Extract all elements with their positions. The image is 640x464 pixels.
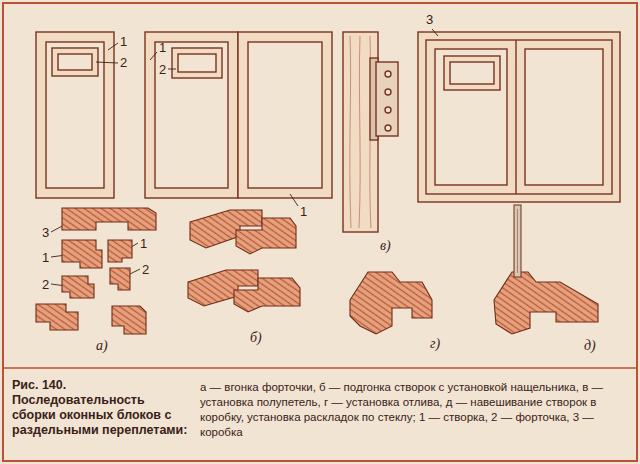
glazing-bead-part — [514, 205, 521, 277]
leader-lines-part — [108, 43, 118, 50]
window-box-part — [435, 49, 507, 185]
glazing-bead — [514, 205, 521, 277]
sash-pair-part — [145, 32, 238, 198]
separator — [3, 367, 637, 369]
sash-frame-part — [58, 54, 92, 70]
callout-number: 1 — [300, 204, 307, 219]
leader-lines — [51, 29, 438, 286]
window-box-part — [515, 40, 516, 194]
leader-lines-part — [150, 52, 157, 60]
sash-frame-part — [46, 42, 104, 188]
post-with-hinge-part — [385, 71, 391, 77]
panel-letter: а) — [96, 338, 108, 353]
window-box — [418, 32, 620, 202]
sash-frame-part — [52, 48, 98, 76]
post-with-hinge-part — [385, 107, 391, 113]
callout-number: 1 — [120, 34, 127, 49]
callout-number: 1 — [140, 236, 147, 251]
window-box-part — [525, 49, 603, 185]
profile-sections-part — [62, 276, 94, 298]
panel-letter: д) — [584, 338, 596, 353]
figure-legend-text: а — вгонка форточки, б — подгонка створо… — [200, 380, 628, 440]
post-with-hinge-part — [385, 125, 391, 131]
callout-number: 1 — [42, 250, 49, 265]
sash-pair — [145, 32, 332, 198]
post-with-hinge — [343, 32, 398, 232]
profile-sections-part — [62, 208, 156, 230]
post-with-hinge-part — [343, 32, 378, 232]
page-border — [3, 3, 637, 461]
callout-number: 3 — [426, 12, 433, 27]
profile-sections-part — [234, 278, 300, 312]
post-with-hinge-part — [350, 36, 371, 228]
profile-sections-part — [110, 268, 130, 290]
window-box-part — [418, 32, 620, 202]
sash-pair-part — [178, 54, 216, 72]
post-with-hinge-part — [385, 89, 391, 95]
profile-sections-part — [36, 304, 78, 330]
leader-lines-part — [290, 194, 298, 206]
panel-letter: в) — [380, 238, 391, 253]
callout-number: 2 — [120, 55, 127, 70]
profile-sections-part — [62, 240, 102, 268]
sash-pair-part — [248, 42, 322, 188]
profile-sections-part — [350, 272, 432, 334]
leader-lines-part — [168, 69, 176, 70]
callout-number: 2 — [159, 62, 166, 77]
panel-letter: б) — [250, 330, 262, 345]
sash-pair-part — [172, 48, 222, 78]
profile-sections-part — [108, 240, 132, 262]
sash-pair-part — [238, 32, 332, 198]
window-box-part — [426, 40, 612, 194]
profile-sections-part — [112, 306, 146, 334]
sash-pair-part — [155, 42, 228, 188]
window-box-part — [444, 56, 500, 90]
callout-number: 2 — [42, 277, 49, 292]
callout-number: 3 — [42, 225, 49, 240]
callout-number: 1 — [159, 40, 166, 55]
window-box-part — [450, 62, 494, 84]
sash-frame-part — [36, 32, 114, 198]
profile-sections-part — [236, 218, 296, 254]
figure-caption: Рис. 140. Последовательность сборки окон… — [12, 378, 190, 438]
glazing-bead-part — [517, 209, 518, 273]
leader-lines-part — [432, 29, 438, 36]
sash-frame — [36, 32, 114, 198]
leader-lines-part — [96, 62, 118, 63]
profile-sections-part — [494, 272, 598, 334]
callout-number: 2 — [142, 262, 149, 277]
panel-letter: г) — [430, 336, 440, 351]
post-with-hinge-part — [376, 62, 398, 136]
